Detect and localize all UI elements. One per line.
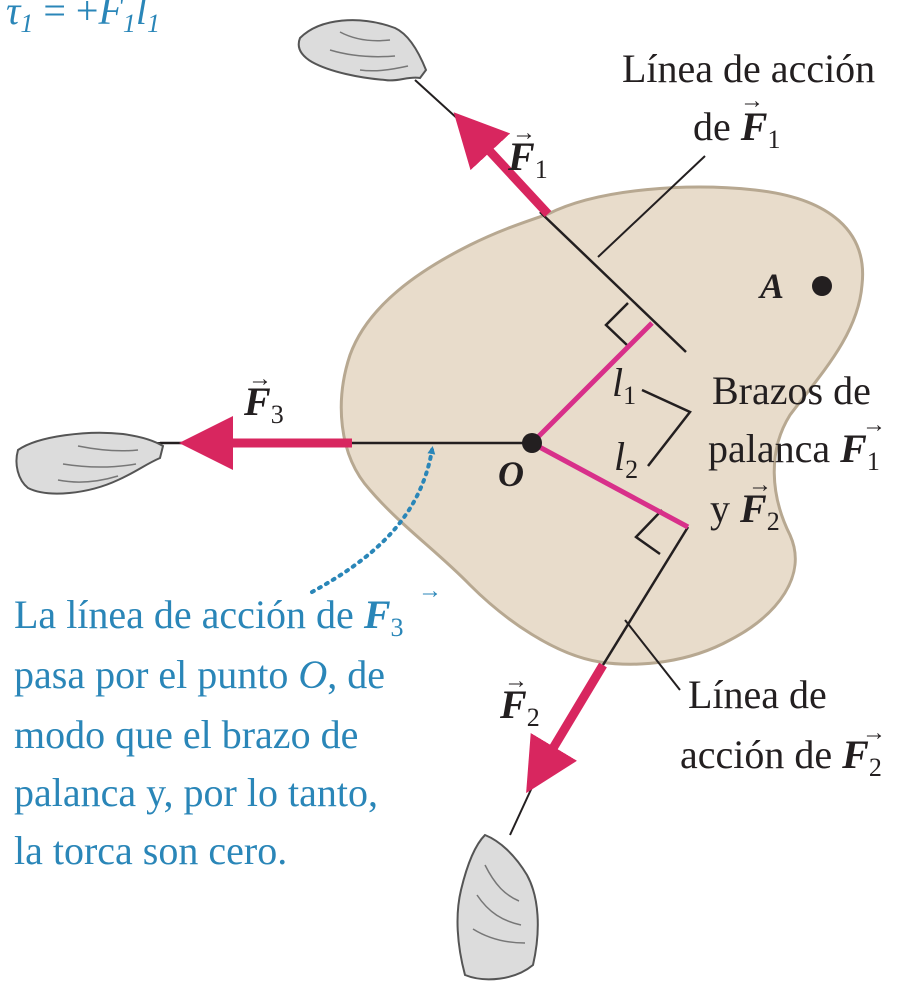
caption-line5: la torca son cero.: [14, 828, 287, 873]
label-line-action-f2-vec: F: [841, 732, 869, 777]
label-arm-l1: l1: [612, 360, 636, 410]
pivot-point-o: [522, 433, 542, 453]
lever-arm-l1: [530, 321, 654, 445]
rigid-body: [339, 185, 865, 666]
label-arm-l2-sub: 2: [625, 455, 638, 484]
label-line-action-f1-line1: Línea de acción: [622, 46, 875, 91]
dotted-pointer-arrow: [310, 446, 436, 594]
lever-arm-l2: [530, 440, 690, 530]
hand-pulling-rope-icon: [456, 833, 539, 981]
leader-line-f2: [624, 619, 681, 691]
formula-tau: τ: [6, 0, 22, 33]
vector-arrow-mark: →: [512, 120, 536, 146]
lever-arm-bracket: [641, 388, 692, 467]
right-angle-mark-f2: [634, 509, 663, 556]
label-line-action-f1-sub: 1: [767, 125, 780, 154]
label-line-action-f1-vec: F: [740, 104, 768, 149]
formula-F: F: [97, 0, 123, 33]
rope-f2: [509, 769, 541, 836]
hand-pulling-rope-icon: [15, 431, 165, 495]
caption-line2-suffix: , de: [327, 652, 385, 697]
label-point-o: O: [498, 454, 524, 494]
vector-arrow-mark: →: [740, 88, 764, 114]
line-of-action-f2: [601, 526, 690, 666]
label-line-action-f2-sub: 2: [869, 753, 882, 782]
formula-l-sub: 1: [147, 9, 160, 38]
label-line-action-f1: Línea de acción de F1: [622, 46, 885, 154]
force-arrow-f2: [526, 662, 607, 794]
label-lever-arms-line2: palanca: [708, 426, 840, 471]
label-lever-arms-sub2: 2: [767, 507, 780, 536]
caption-line1-sub: 3: [391, 613, 404, 642]
caption-line4: palanca y, por lo tanto,: [14, 770, 378, 815]
caption-line2-prefix: pasa por el punto: [14, 652, 298, 697]
formula-tau-sub: 1: [20, 9, 33, 38]
label-arm-l1-sub: 1: [623, 381, 636, 410]
label-lever-arms-line1: Brazos de: [712, 368, 871, 413]
vector-arrow-mark: →: [248, 366, 272, 392]
label-lever-arms-line3: y: [710, 486, 740, 531]
label-force-f2-sub: 2: [527, 703, 540, 732]
label-line-action-f2-prefix: acción de: [680, 732, 842, 777]
vector-arrow-mark: →: [418, 578, 442, 604]
formula-equals: = +: [33, 0, 98, 33]
label-force-f1: F1: [507, 134, 548, 184]
formula-l: l: [136, 0, 147, 33]
caption-line1-vec: F: [363, 592, 391, 637]
label-force-f3: F3: [243, 379, 284, 429]
label-lever-arms-vec2: F: [739, 486, 767, 531]
label-force-f3-vec: F: [243, 379, 271, 424]
label-lever-arms-sub1: 1: [867, 447, 880, 476]
label-force-f1-vec: F: [507, 134, 535, 179]
leader-line-f1: [597, 155, 706, 258]
vector-arrow-mark: →: [504, 668, 528, 694]
caption: La línea de acción de F3 pasa por el pun…: [14, 592, 414, 873]
torque-formula: τ1 = +F1l1: [6, 0, 160, 38]
label-line-action-f1-prefix: de: [693, 104, 741, 149]
label-arm-l1-sym: l: [612, 360, 623, 405]
label-force-f2: F2: [499, 682, 540, 732]
label-point-a: A: [758, 266, 784, 306]
vector-arrow-mark: →: [862, 720, 886, 746]
label-arm-l2-sym: l: [614, 434, 625, 479]
rope-f1: [414, 79, 471, 131]
label-line-action-f2: Línea de acción de F2: [680, 672, 882, 782]
label-arm-l2: l2: [614, 434, 638, 484]
hand-pulling-rope-icon: [297, 19, 428, 82]
caption-line3: modo que el brazo de: [14, 712, 358, 757]
label-force-f3-sub: 3: [271, 400, 284, 429]
label-force-f2-vec: F: [499, 682, 527, 727]
caption-line1: La línea de acción de: [14, 592, 364, 637]
vector-arrow-mark: →: [748, 472, 772, 498]
label-lever-arms-vec1: F: [839, 426, 867, 471]
point-a-dot: [812, 276, 832, 296]
vector-arrow-mark: →: [862, 412, 886, 438]
label-force-f1-sub: 1: [535, 155, 548, 184]
line-of-action-f1: [539, 211, 687, 353]
force-arrow-f1: [453, 112, 552, 218]
caption-line2-O: O: [298, 652, 327, 697]
label-lever-arms: Brazos de palanca F1 y F2: [708, 368, 890, 536]
formula-F-sub: 1: [123, 9, 136, 38]
right-angle-mark-f1: [604, 302, 629, 347]
label-line-action-f2-line1: Línea de: [688, 672, 827, 717]
